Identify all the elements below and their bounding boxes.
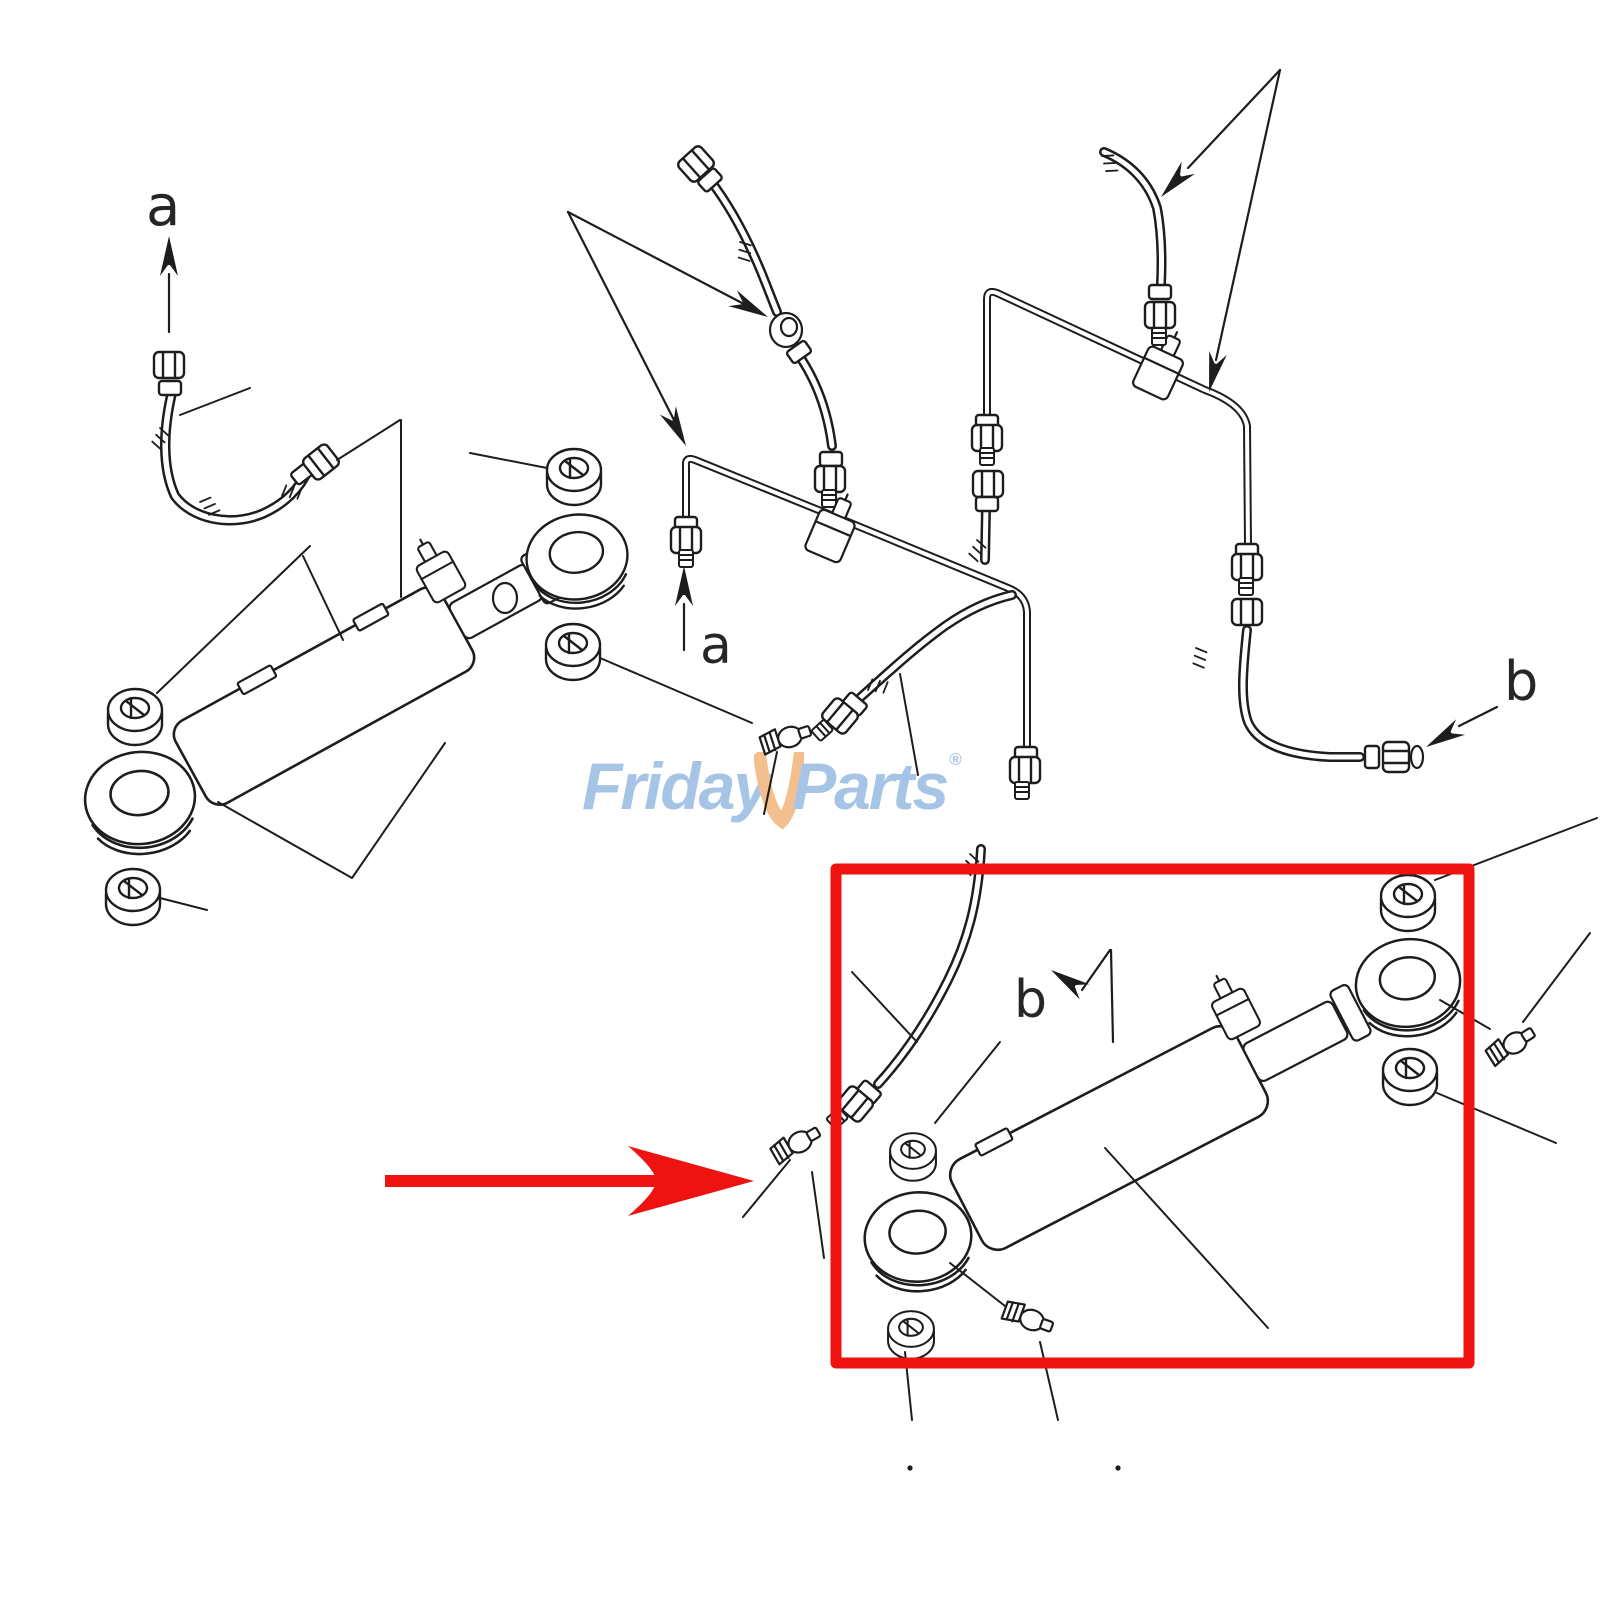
watermark-check-icon (754, 752, 805, 830)
hose-top-left (149, 350, 343, 526)
bushing (1381, 1047, 1439, 1107)
bushing (104, 867, 162, 927)
label-a-top: a (146, 174, 181, 239)
left-cylinder (79, 506, 636, 861)
right-cylinder-barrel (948, 984, 1372, 1252)
left-cylinder-barrel (172, 548, 563, 806)
callout-arrows (158, 68, 1499, 1044)
hose-top-middle-upper (674, 143, 782, 317)
highlight-box (830, 863, 1475, 1369)
watermark: Friday Parts ® (582, 748, 962, 832)
watermark-word1: Friday (582, 749, 770, 823)
arrow-icon (1044, 961, 1091, 1001)
hose-b-right (1186, 597, 1425, 774)
arrow-icon (1420, 718, 1467, 756)
arrow-up-icon (158, 234, 180, 278)
bushing (1379, 873, 1437, 933)
right-barrel-port (974, 1127, 1014, 1157)
arrow-icon (658, 405, 696, 452)
hose-a-middle (810, 590, 1017, 743)
left-barrel-port (352, 602, 390, 632)
watermark-word2: Parts (792, 749, 949, 823)
hose-inside-box (825, 844, 986, 1131)
hose-inlet-top-right (1095, 147, 1177, 347)
reference-dot (1115, 1465, 1121, 1471)
bushing (889, 1132, 937, 1182)
highlight-arrow-icon (385, 1146, 754, 1216)
grease-fitting (1482, 1020, 1540, 1068)
rod-seal-ring (491, 581, 519, 615)
left-barrel-port (236, 664, 278, 696)
label-b-inside-box: b (1014, 970, 1048, 1030)
arrow-up-icon (673, 564, 695, 608)
right-head-eye (859, 1186, 978, 1298)
leader-lines (156, 387, 1598, 1421)
bushing (545, 447, 603, 507)
pipe-middle (669, 454, 1042, 801)
elbow-fitting-a (757, 717, 815, 757)
watermark-registered-icon: ® (949, 750, 962, 769)
bushing (887, 1310, 935, 1360)
left-head-eye (79, 745, 202, 861)
grease-fitting (1000, 1297, 1057, 1338)
label-a-middle: a (700, 616, 732, 676)
pipe-right (970, 287, 1264, 597)
right-cylinder (859, 931, 1469, 1298)
bushing (106, 687, 164, 747)
hose-drop-middle (966, 469, 1005, 565)
bushing (544, 622, 602, 682)
reference-dot (907, 1465, 913, 1471)
hose-top-middle-lower (768, 311, 847, 509)
label-b-right: b (1504, 650, 1539, 713)
grease-fitting (767, 1120, 825, 1167)
